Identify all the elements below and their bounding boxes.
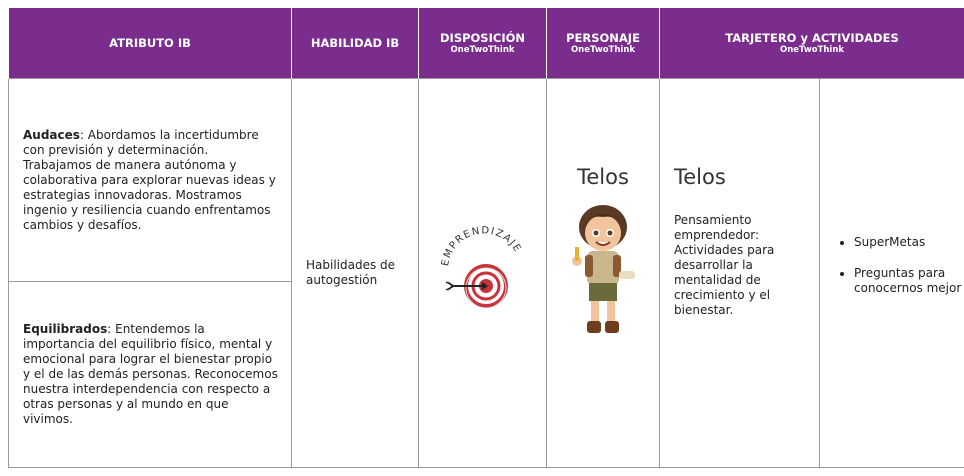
header-personaje-sub: OneTwoThink [570,44,636,55]
personaje-name: Telos [577,165,629,189]
list-item: Preguntas para conocernos mejor [854,266,964,296]
tarjetero-name: Telos [674,165,726,189]
header-disposicion-sub: OneTwoThink [450,44,515,55]
header-habilidad: HABILIDAD IB [291,8,419,79]
actividades-list: SuperMetas Preguntas para conocernos mej… [820,235,964,296]
header-tarjetero-sub: OneTwoThink [779,44,845,55]
tarjetero-description: Pensamiento emprendedor: Actividades par… [674,213,775,317]
habilidad-cell: Habilidades de autogestión [291,78,419,468]
header-personaje: PERSONAJE OneTwoThink [546,8,660,79]
habilidad-text: Habilidades de autogestión [306,258,396,287]
header-atributo: ATRIBUTO IB [8,8,292,79]
atributo-cell-equilibrados: Equilibrados: Entendemos la importancia … [8,281,292,468]
header-tarjetero: TARJETERO y ACTIVIDADES OneTwoThink [658,8,964,79]
atributo-text-audaces: Audaces: Abordamos la incertidumbre con … [23,127,276,232]
header-disposicion: DISPOSICIÓN OneTwoThink [418,8,547,79]
ib-table: ATRIBUTO IB HABILIDAD IB DISPOSICIÓN One… [8,8,964,468]
atributo-text-equilibrados: Equilibrados: Entendemos la importancia … [23,322,278,426]
personaje-cell: Telos [546,78,660,468]
actividades-cell: SuperMetas Preguntas para conocernos mej… [818,78,964,468]
table-row: Audaces: Abordamos la incertidumbre con … [8,78,964,468]
target-arrow-icon: EMPRENDIZAJE [440,225,523,309]
explorer-character-icon [572,205,635,333]
disposicion-cell: EMPRENDIZAJE [418,78,547,468]
header-row: ATRIBUTO IB HABILIDAD IB DISPOSICIÓN One… [8,8,964,79]
list-item: SuperMetas [854,235,964,250]
table-row: Equilibrados: Entendemos la importancia … [8,281,964,468]
emprendizaje-text: EMPRENDIZAJE [440,225,522,267]
tarjetero-cell: Telos Pensamiento emprendedor: Actividad… [659,78,820,468]
svg-text:EMPRENDIZAJE: EMPRENDIZAJE [440,225,523,267]
atributo-cell-audaces: Audaces: Abordamos la incertidumbre con … [8,78,292,282]
